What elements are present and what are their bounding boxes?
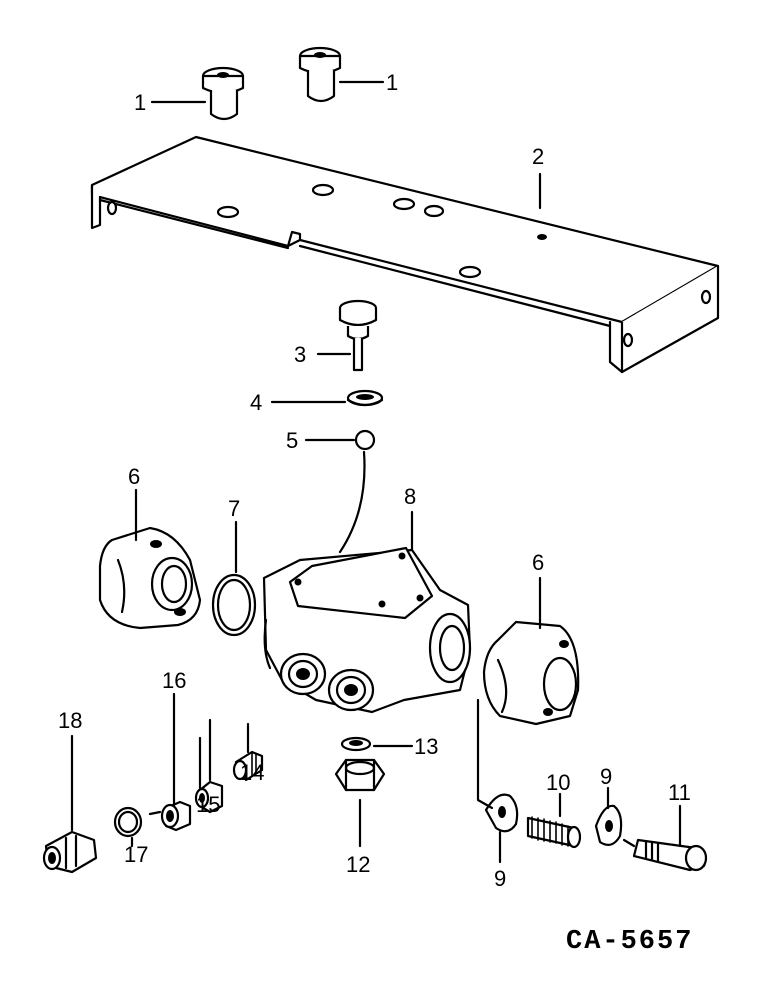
callout-6-right: 6 — [532, 550, 544, 575]
bushing-left — [201, 66, 245, 121]
callout-13: 13 — [414, 734, 438, 759]
callout-18: 18 — [58, 708, 82, 733]
callout-16: 16 — [162, 668, 186, 693]
plunger — [338, 299, 378, 372]
fitting-small — [232, 750, 264, 782]
mounting-bracket — [90, 135, 720, 374]
callout-12: 12 — [346, 852, 370, 877]
bushing-right — [298, 46, 342, 103]
callout-14: 14 — [240, 760, 264, 785]
hex-nut — [334, 758, 386, 792]
washer — [346, 389, 384, 407]
callout-7: 7 — [228, 496, 240, 521]
callout-5: 5 — [286, 428, 298, 453]
valve-seat — [194, 780, 224, 814]
callout-8: 8 — [404, 484, 416, 509]
callout-6-left: 6 — [128, 464, 140, 489]
callout-1-right: 1 — [386, 70, 398, 95]
callout-4: 4 — [250, 390, 262, 415]
callout-9-right: 9 — [600, 764, 612, 789]
callout-15: 15 — [196, 792, 220, 817]
callout-labels: 1 1 2 3 4 5 6 7 8 6 16 18 14 13 15 10 9 … — [58, 70, 691, 891]
plug — [42, 830, 98, 874]
callout-2: 2 — [532, 144, 544, 169]
end-cap-right — [482, 620, 580, 726]
o-ring — [211, 573, 257, 637]
drawing-code: CA-5657 — [566, 927, 693, 957]
bushing-small — [160, 800, 192, 832]
callout-1-left: 1 — [134, 90, 146, 115]
gasket-left — [484, 793, 519, 833]
gasket-right — [594, 804, 623, 847]
callout-17: 17 — [124, 842, 148, 867]
plug-pin — [632, 838, 708, 872]
end-cap-left — [98, 526, 202, 630]
o-ring-small — [113, 806, 143, 838]
seal-ring — [340, 736, 372, 752]
valve-body — [262, 546, 472, 714]
callout-3: 3 — [294, 342, 306, 367]
callout-11: 11 — [668, 780, 691, 805]
check-ball — [354, 429, 376, 451]
spring — [526, 816, 582, 849]
leader-lines — [70, 80, 682, 864]
callout-9-left: 9 — [494, 866, 506, 891]
callout-10: 10 — [546, 770, 570, 795]
